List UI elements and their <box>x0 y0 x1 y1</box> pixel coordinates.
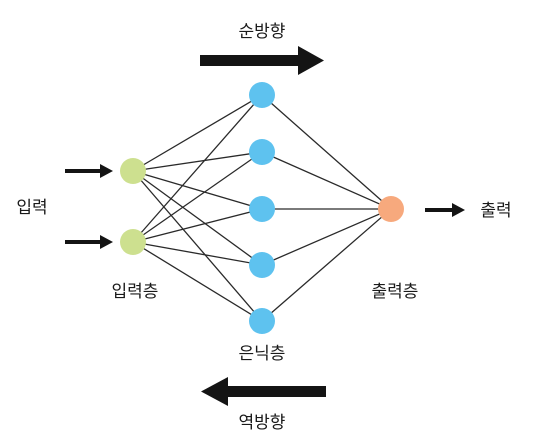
backward-direction-arrow <box>201 377 326 406</box>
hidden-node-4 <box>249 252 275 278</box>
input-node-2 <box>120 229 146 255</box>
edge-input-2-hidden-5 <box>132 241 263 322</box>
nodes <box>120 82 404 334</box>
hidden-node-2 <box>249 139 275 165</box>
edge-input-2-hidden-3 <box>132 208 263 243</box>
hidden-node-3 <box>249 196 275 222</box>
edge-input-1-hidden-5 <box>132 170 263 322</box>
backward-label: 역방향 <box>239 413 286 433</box>
output-label: 출력 <box>480 201 511 221</box>
forward-direction-arrow <box>200 46 324 75</box>
edge-input-2-hidden-1 <box>132 94 263 243</box>
input-label: 입력 <box>16 198 47 218</box>
input-layer-label: 입력층 <box>112 282 159 302</box>
edge-hidden-1-output-1 <box>261 94 392 210</box>
hidden-node-1 <box>249 82 275 108</box>
forward-label: 순방향 <box>239 22 286 42</box>
edge-input-1-hidden-4 <box>132 170 263 266</box>
output-layer-label: 출력층 <box>372 282 419 302</box>
input-arrow-2 <box>65 235 113 249</box>
output-node-1 <box>378 196 404 222</box>
input-arrow-1 <box>65 164 113 178</box>
output-arrow <box>425 203 465 217</box>
edge-hidden-4-output-1 <box>261 208 392 266</box>
input-node-1 <box>120 158 146 184</box>
edge-hidden-2-output-1 <box>261 151 392 210</box>
edge-input-2-hidden-4 <box>132 241 263 266</box>
edge-input-1-hidden-1 <box>132 94 263 172</box>
edge-hidden-5-output-1 <box>261 208 392 322</box>
edge-input-1-hidden-2 <box>132 151 263 172</box>
hidden-layer-label: 은닉층 <box>239 344 286 364</box>
edge-input-2-hidden-2 <box>132 151 263 243</box>
edge-input-1-hidden-3 <box>132 170 263 210</box>
hidden-node-5 <box>249 308 275 334</box>
connections <box>132 94 392 322</box>
